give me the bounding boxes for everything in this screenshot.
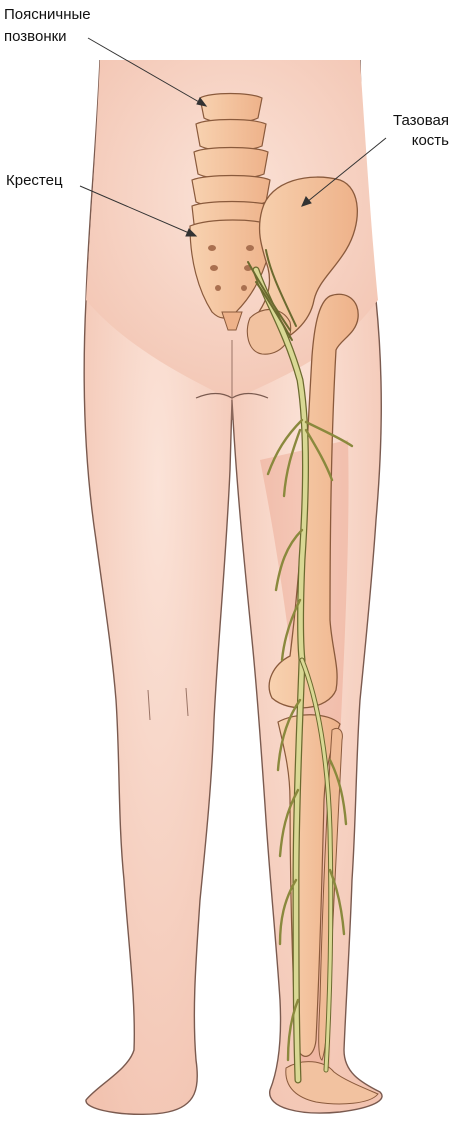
label-sacrum: Крестец [6,172,63,190]
label-pelvic-line2: кость [393,132,449,150]
label-lumbar-line1: Поясничные [4,6,91,24]
label-pelvic-line1: Тазовая [393,112,449,130]
label-lumbar-vertebrae: Поясничные позвонки [4,6,91,46]
label-lumbar-line2: позвонки [4,28,91,46]
label-pelvic-bone: Тазовая кость [393,112,449,150]
